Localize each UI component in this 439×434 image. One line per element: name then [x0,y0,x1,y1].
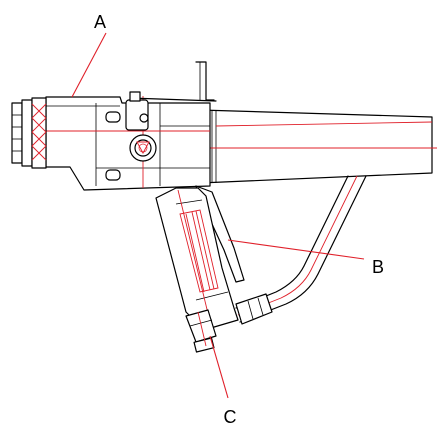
valve-mechanism [125,61,217,162]
callout-label-c: C [224,407,237,427]
bottom-fitting [185,309,217,353]
pistol-grip [155,187,239,331]
rear-coupling [11,97,47,169]
leader-line-a [71,32,107,98]
leader-line-b [227,239,365,260]
feed-pipe [235,175,367,325]
callout-label-b: B [372,257,384,277]
callout-label-a: A [94,12,106,32]
leader-line-c [209,335,229,399]
